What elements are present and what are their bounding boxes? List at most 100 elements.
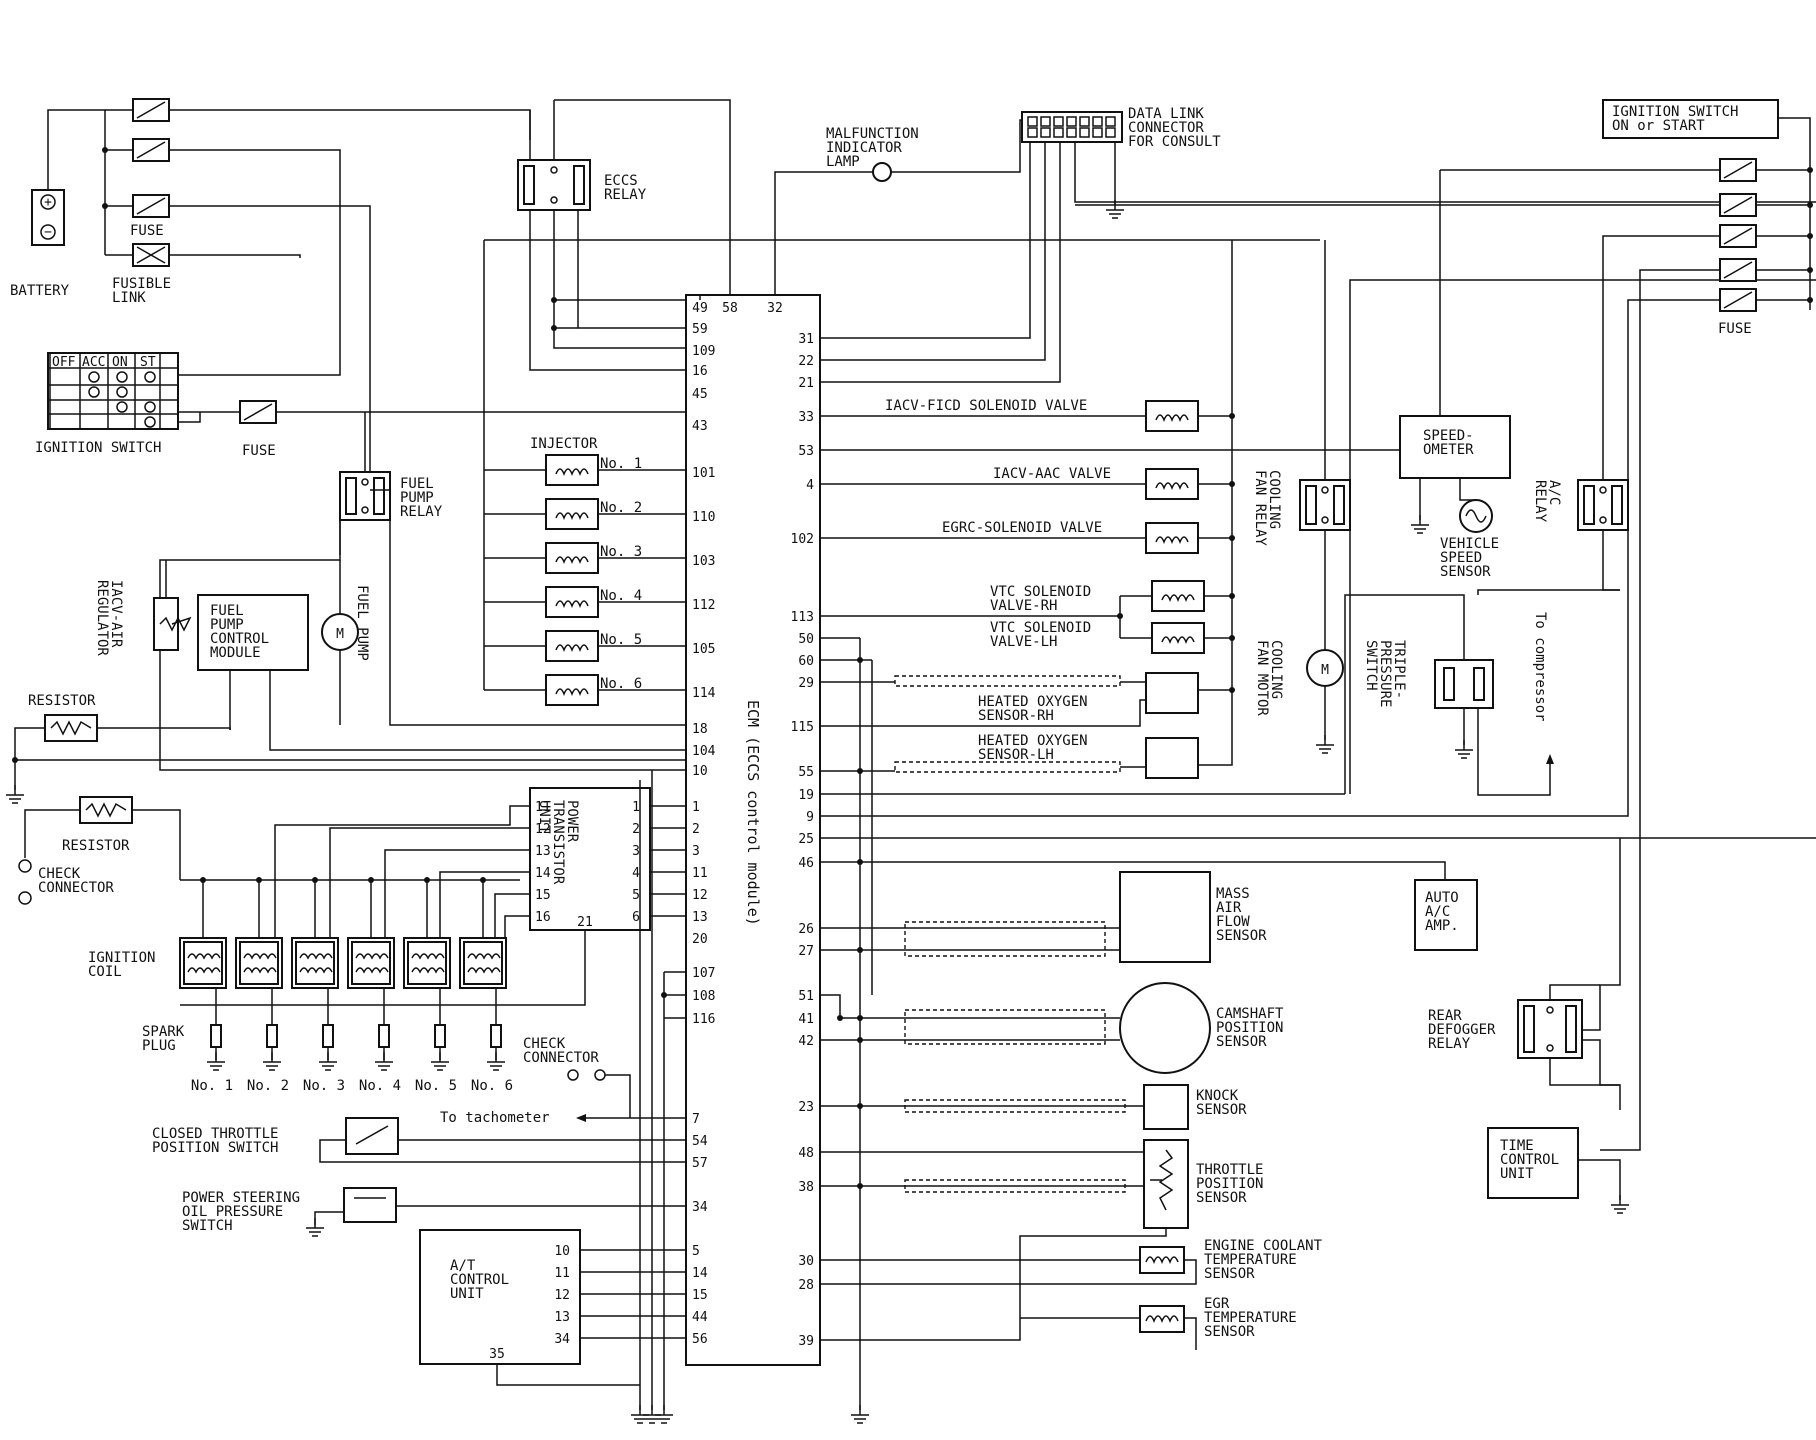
ignition-coil-4-icon xyxy=(347,937,395,989)
throttle-position-sensor-icon xyxy=(1143,1139,1189,1229)
ptu-left-pin-15: 15 xyxy=(535,888,551,903)
ac-relay-label: A/CRELAY xyxy=(1532,480,1562,523)
ecm-left-pin-3: 3 xyxy=(692,844,700,859)
resistor-1-label: RESISTOR xyxy=(28,693,96,709)
junction-dot xyxy=(12,757,18,763)
fusible-link-icon xyxy=(132,243,170,267)
injector-4-label: No. 4 xyxy=(600,588,642,604)
ignition-switch-box xyxy=(47,352,179,430)
resistor-2-label: RESISTOR xyxy=(62,838,130,854)
ignition-switch-label: IGNITION SWITCH xyxy=(35,440,161,456)
ground-icon xyxy=(631,1405,649,1424)
plug-5-label: No. 5 xyxy=(415,1078,457,1094)
ecm-right-pin-25: 25 xyxy=(798,832,814,847)
engine-coolant-temperature-sensor-icon xyxy=(1139,1246,1185,1274)
fuel-pump-label: FUEL PUMP xyxy=(354,585,370,661)
ecm-left-pin-45: 45 xyxy=(692,387,708,402)
iacv-aac-label: IACV-AAC VALVE xyxy=(993,466,1111,482)
ecm-left-pin-56: 56 xyxy=(692,1332,708,1347)
ecm-left-pin-57: 57 xyxy=(692,1156,708,1171)
at-pin-13: 13 xyxy=(554,1310,570,1325)
injector-5-icon xyxy=(545,630,599,662)
ptu-right-pin-6: 6 xyxy=(632,910,640,925)
shield-wire xyxy=(904,1009,1106,1045)
time-control-unit-box xyxy=(1487,1127,1579,1199)
at-pin-12: 12 xyxy=(554,1288,570,1303)
plug-6-label: No. 6 xyxy=(471,1078,513,1094)
ecm-top-pin-58: 58 xyxy=(722,301,738,316)
junction-dot xyxy=(661,992,667,998)
ignition-coil-6-icon xyxy=(459,937,507,989)
ecm-right-pin-51: 51 xyxy=(798,989,814,1004)
fuse-icon xyxy=(132,138,170,162)
junction-dot xyxy=(857,657,863,663)
iacv-aac-valve-icon xyxy=(1145,468,1199,500)
ground-icon xyxy=(207,1052,225,1071)
junction-dot xyxy=(1229,481,1235,487)
plug-1-label: No. 1 xyxy=(191,1078,233,1094)
triple-pressure-label: TRIPLE-PRESSURESWITCH xyxy=(1363,640,1407,707)
mass-air-flow-sensor-box xyxy=(1119,871,1211,963)
ecm-left-pin-116: 116 xyxy=(692,1012,715,1027)
ignition-coil-1-icon xyxy=(179,937,227,989)
ecm-right-pin-23: 23 xyxy=(798,1100,814,1115)
ignition-coil-3-icon xyxy=(291,937,339,989)
ignition-coil-2-icon xyxy=(235,937,283,989)
plug-3-label: No. 3 xyxy=(303,1078,345,1094)
ecm-right-pin-33: 33 xyxy=(798,410,814,425)
junction-dot xyxy=(1229,593,1235,599)
auto-ac-amp-box xyxy=(1414,879,1478,951)
iacv-ficd-valve-icon xyxy=(1145,400,1199,432)
ecm-right-pin-42: 42 xyxy=(798,1034,814,1049)
ecm-right-pin-41: 41 xyxy=(798,1012,814,1027)
ecm-right-pin-9: 9 xyxy=(806,810,814,825)
speedometer-label: SPEED-OMETER xyxy=(1423,428,1474,458)
fuse-right-3-icon xyxy=(1719,224,1757,248)
ecm-left-pin-112: 112 xyxy=(692,598,715,613)
junction-dot xyxy=(1807,297,1813,303)
ecm-right-pin-48: 48 xyxy=(798,1146,814,1161)
arrow-up-icon xyxy=(1546,754,1554,764)
ecm-left-pin-1: 1 xyxy=(692,800,700,815)
power-steering-switch-icon xyxy=(343,1187,397,1223)
ecm-right-pin-29: 29 xyxy=(798,676,814,691)
ignition-switch-on-start-box xyxy=(1602,99,1779,139)
check-connector-pin-icon xyxy=(18,891,32,905)
ptu-right-pin-3: 3 xyxy=(632,844,640,859)
injector-1-icon xyxy=(545,454,599,486)
junction-dot xyxy=(1807,202,1813,208)
ecm-right-pin-28: 28 xyxy=(798,1278,814,1293)
fuse-ign-label: FUSE xyxy=(242,443,276,459)
junction-dot xyxy=(1807,267,1813,273)
ecm-right-pin-102: 102 xyxy=(791,532,814,547)
ignition-switch xyxy=(47,352,179,430)
ecm-label: ECM (ECCS control module) xyxy=(744,700,762,926)
ecm-left-pin-101: 101 xyxy=(692,466,715,481)
ptu-left-pin-16: 16 xyxy=(535,910,551,925)
ground-icon xyxy=(263,1052,281,1071)
ground-icon xyxy=(851,1405,869,1424)
fuse-icon xyxy=(132,194,170,218)
to-compressor-label: To compressor xyxy=(1532,612,1548,722)
check-connector-pin-icon xyxy=(567,1069,579,1081)
knock-sensor-box xyxy=(1143,1084,1189,1130)
ground-icon xyxy=(655,1405,673,1424)
battery-minus: − xyxy=(44,225,52,240)
fuse-icon xyxy=(132,98,170,122)
ecm-right-pin-113: 113 xyxy=(791,610,814,625)
ptu-right-pin-5: 5 xyxy=(632,888,640,903)
fuse-right-1-icon xyxy=(1719,158,1757,182)
